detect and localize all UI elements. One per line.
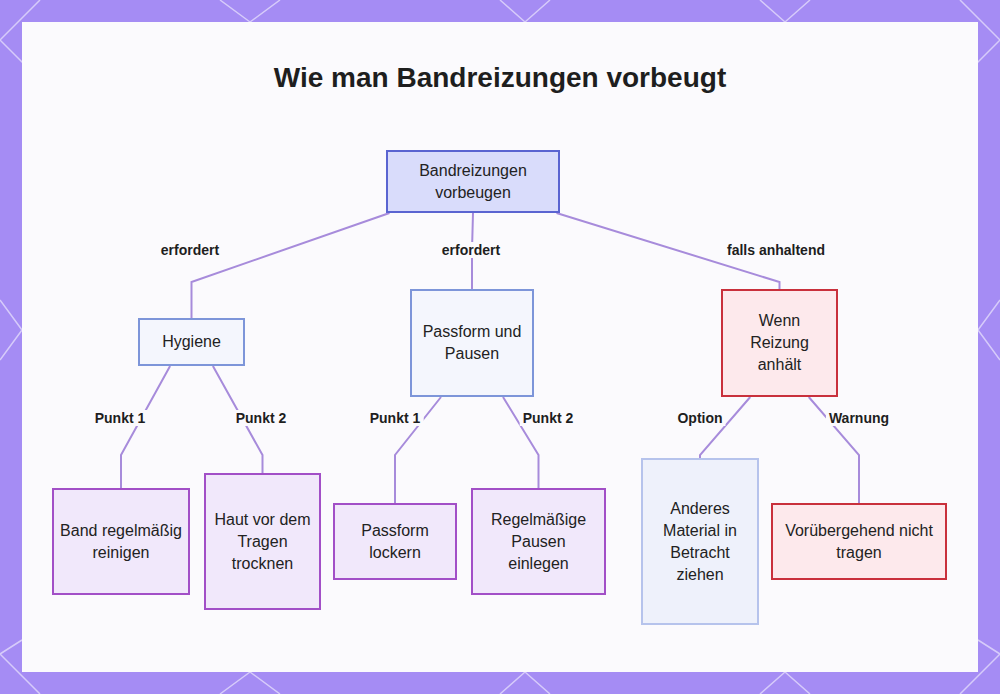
edge-label: Punkt 2 [233,410,290,426]
process-box: Passform und Pausen [410,289,534,397]
connector-line [192,213,390,318]
node-text: Band regelmäßig reinigen [60,520,182,564]
process-box: Passform lockern [333,503,457,580]
node-text: Regelmäßige Pausen einlegen [479,509,598,575]
node-text: Wenn Reizung anhält [729,310,830,376]
frame-line [220,0,280,22]
connector-line [700,397,750,458]
node-text: Haut vor dem Tragen trocknen [212,509,313,575]
node-text: Anderes Material in Betracht ziehen [649,498,751,586]
frame-line [760,0,810,22]
process-box: Vorübergehend nicht tragen [771,503,947,580]
process-box: Anderes Material in Betracht ziehen [641,458,759,625]
node-text: Passform und Pausen [418,321,526,365]
node-text: Vorübergehend nicht tragen [779,520,939,564]
edge-label: Punkt 2 [520,410,577,426]
node-text: Bandreizungen vorbeugen [394,160,552,204]
node-text: Passform lockern [341,520,449,564]
process-box: Band regelmäßig reinigen [52,488,190,595]
frame-line [0,300,22,360]
process-box: Hygiene [138,318,245,366]
process-box: Haut vor dem Tragen trocknen [204,473,321,610]
edge-label: erfordert [439,242,503,258]
process-box: Bandreizungen vorbeugen [386,150,560,213]
frame-line [500,0,550,22]
process-box: Regelmäßige Pausen einlegen [471,488,606,595]
node-text: Hygiene [162,331,221,353]
edge-label: falls anhaltend [724,242,828,258]
edge-label: Punkt 1 [367,410,424,426]
frame-line [500,672,550,694]
diagram-title: Wie man Bandreizungen vorbeugt [0,62,1000,94]
frame-line [760,672,810,694]
edge-label: Punkt 1 [92,410,149,426]
process-box: Wenn Reizung anhält [721,289,838,397]
frame-line [220,672,280,694]
connector-line [121,366,170,488]
edge-label: Warnung [826,410,892,426]
edge-label: erfordert [158,242,222,258]
edge-label: Option [674,410,725,426]
frame-line [978,300,1000,360]
